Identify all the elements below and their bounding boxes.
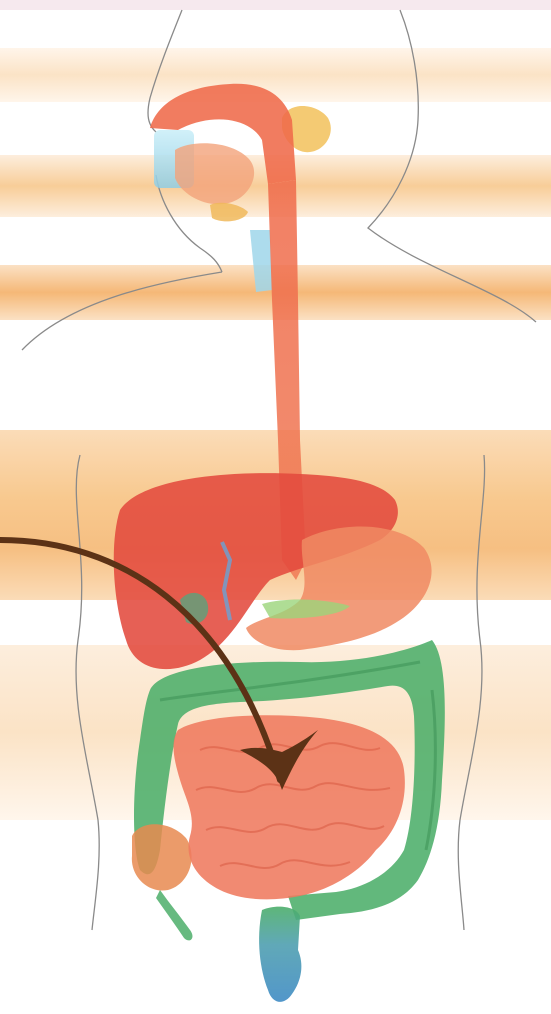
tongue bbox=[175, 143, 254, 204]
cecum bbox=[132, 824, 192, 890]
sublingual-gland bbox=[210, 203, 248, 222]
rectum bbox=[259, 907, 301, 1002]
small-intestine bbox=[174, 715, 405, 899]
larynx bbox=[250, 230, 272, 292]
appendix bbox=[156, 890, 192, 940]
